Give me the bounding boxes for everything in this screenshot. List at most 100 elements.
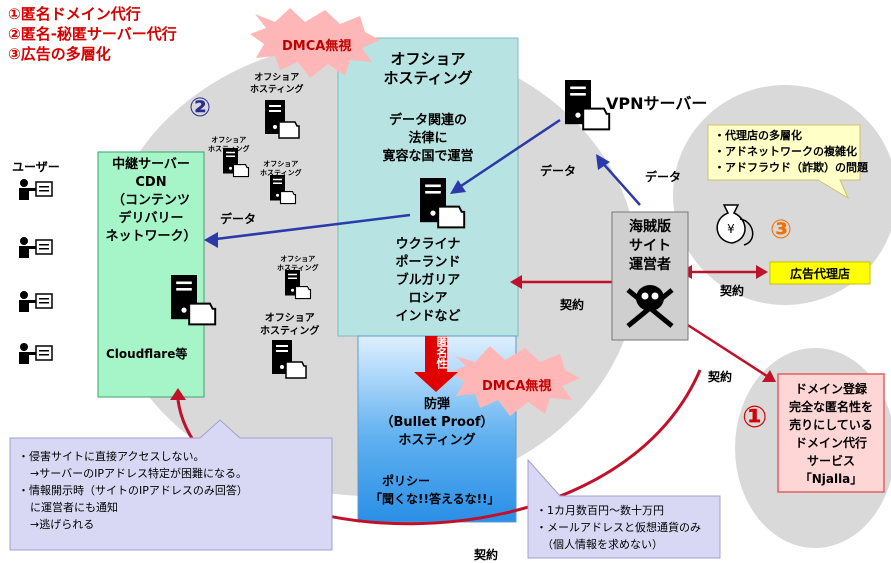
- dmca-burst-bottom: [450, 346, 580, 416]
- marker-two: ②: [189, 93, 212, 123]
- anonymity-arrow-shaft: [425, 336, 447, 372]
- server-icon-c: [269, 174, 297, 205]
- price-note-line-2: ・メールアドレスと仮想通貨のみ: [536, 521, 701, 534]
- ad-agency-box: [769, 261, 871, 285]
- policy-label: ポリシー: [382, 474, 431, 488]
- offshore-title-2: ホスティング: [383, 69, 473, 87]
- contract-label-domain: 契約: [708, 370, 733, 384]
- data-label-cdn: データ: [220, 212, 257, 226]
- bulletproof-line-2: （Bullet Proof）: [380, 415, 494, 430]
- contract-label-adagency: 契約: [720, 284, 745, 298]
- pirate-line-2: サイト: [629, 238, 671, 254]
- policy-text: 「聞くな!!答えるな!!」: [370, 492, 500, 506]
- bulletproof-line-3: ホスティング: [398, 433, 476, 448]
- data-label-vpn: データ: [540, 164, 577, 178]
- small-server-d-line1: オフショア: [280, 255, 316, 263]
- ad-callout-box: [707, 124, 861, 200]
- legend-item-1: ①匿名ドメイン代行: [8, 5, 141, 23]
- domain-line-6: 「Njalla」: [799, 472, 863, 486]
- cdn-box: [97, 151, 205, 398]
- relay-cdn-desc-3: ネットワーク）: [105, 229, 197, 244]
- legend-item-2: ②匿名-秘匿サーバー代行: [8, 25, 177, 43]
- user-icon-3: [18, 290, 53, 313]
- offshore-desc-1: データ関連の: [388, 113, 467, 128]
- user-icon-1: [18, 178, 53, 201]
- relay-cdn-desc-2: デリバリー: [118, 211, 184, 226]
- ad-callout-line-1: ・代理店の多層化: [714, 129, 802, 142]
- users-label: ユーザー: [12, 160, 60, 174]
- server-icon-e: [271, 339, 307, 379]
- skull-icon: [626, 285, 674, 328]
- price-note-line-3: （個人情報を求めない）: [542, 538, 663, 551]
- bulletproof-line-1: 防弾: [423, 397, 450, 412]
- relay-cdn: CDN: [135, 175, 167, 190]
- contract-loop-arrowhead: [170, 388, 186, 400]
- anonymity-arrow-head: [414, 372, 458, 392]
- left-note-line-5: →逃げられる: [30, 518, 95, 531]
- arrow-vpn-to-offshore: [454, 118, 561, 192]
- marker-three: ③: [770, 215, 793, 245]
- country-russia: ロシア: [408, 291, 448, 306]
- arrow-pirate-to-domain: [679, 318, 771, 380]
- left-note-box: [9, 419, 333, 551]
- small-server-e-line2: ホスティング: [260, 326, 320, 337]
- country-india-etc: インドなど: [395, 309, 461, 324]
- domain-line-5: サービス: [806, 454, 855, 468]
- data-label-pirate: データ: [645, 170, 682, 184]
- domain-line-4: ドメイン代行: [794, 436, 867, 450]
- marker-one: ①: [742, 400, 768, 435]
- arrow-pirate-to-offshore-head: [510, 275, 522, 289]
- left-note-line-3: ・情報開示時（サイトのIPアドレスのみ回答）: [18, 484, 248, 497]
- relay-title: 中継サーバー: [112, 157, 190, 172]
- arrow-pirate-to-vpn-head: [596, 154, 610, 170]
- small-server-b-line2: ホスティング: [208, 145, 250, 153]
- pirate-box: [611, 211, 689, 341]
- small-server-b-line1: オフショア: [211, 136, 247, 144]
- domain-line-1: ドメイン登録: [794, 382, 867, 396]
- small-server-a-line2: ホスティング: [250, 85, 304, 95]
- arrow-pirate-to-domain-head: [762, 370, 776, 382]
- arrow-offshore-to-cdn: [207, 213, 411, 242]
- arrow-vpn-to-offshore-head: [450, 180, 466, 194]
- dmca-label-bottom: DMCA無視: [482, 379, 552, 394]
- offshore-desc-2: 法律に: [408, 131, 448, 146]
- server-icon-vpn: [564, 79, 611, 131]
- user-icon-2: [18, 236, 53, 259]
- svg-text:¥: ¥: [727, 222, 735, 236]
- server-icon-offshore: [419, 177, 466, 229]
- ad-agency-label: 広告代理店: [789, 267, 850, 281]
- pirate-line-1: 海賊版: [629, 219, 671, 235]
- left-note-line-4: に運営者にも通知: [30, 501, 118, 514]
- arrow-offshore-to-cdn-head: [204, 232, 218, 248]
- user-icon-4: [18, 342, 53, 365]
- small-server-a-line1: オフショア: [254, 73, 300, 83]
- relay-cloudflare: Cloudflare等: [106, 347, 188, 361]
- price-note-line-1: ・1カ月数百円～数十万円: [536, 504, 664, 517]
- relay-cdn-desc-1: （コンテンツ: [111, 193, 190, 208]
- domain-line-2: 完全な匿名性を: [788, 400, 873, 414]
- offshore-desc-3: 寛容な国で運営: [382, 149, 474, 164]
- server-icon-a: [264, 99, 300, 139]
- small-server-e-line1: オフショア: [264, 313, 315, 324]
- small-server-c-line2: ホスティング: [260, 169, 302, 177]
- dmca-burst-top: [250, 8, 380, 78]
- pirate-line-3: 運営者: [629, 257, 671, 273]
- money-bag-icon: ¥: [716, 204, 754, 246]
- small-server-d-line2: ホスティング: [277, 264, 319, 272]
- domain-box: [777, 373, 885, 493]
- left-note-line-1: ・侵害サイトに直接アクセスしない。: [18, 450, 205, 463]
- arrow-adagency-head-right: [756, 265, 768, 279]
- small-server-c-line1: オフショア: [263, 160, 299, 168]
- vpn-label: VPNサーバー: [606, 94, 708, 113]
- server-icon-d: [284, 269, 312, 300]
- contract-label-bottom: 契約: [474, 548, 499, 562]
- offshore-title-1: オフショア: [390, 50, 466, 68]
- country-bulgaria: ブルガリア: [395, 273, 461, 288]
- country-poland: ポーランド: [395, 255, 461, 270]
- ad-callout-line-3: ・アドフラウド（詐欺）の問題: [714, 161, 868, 174]
- ad-callout-line-2: ・アドネットワークの複雑化: [714, 145, 857, 158]
- price-note-box: [527, 458, 721, 559]
- country-ukraine: ウクライナ: [395, 237, 461, 252]
- domain-line-3: 売りにしている: [789, 418, 873, 432]
